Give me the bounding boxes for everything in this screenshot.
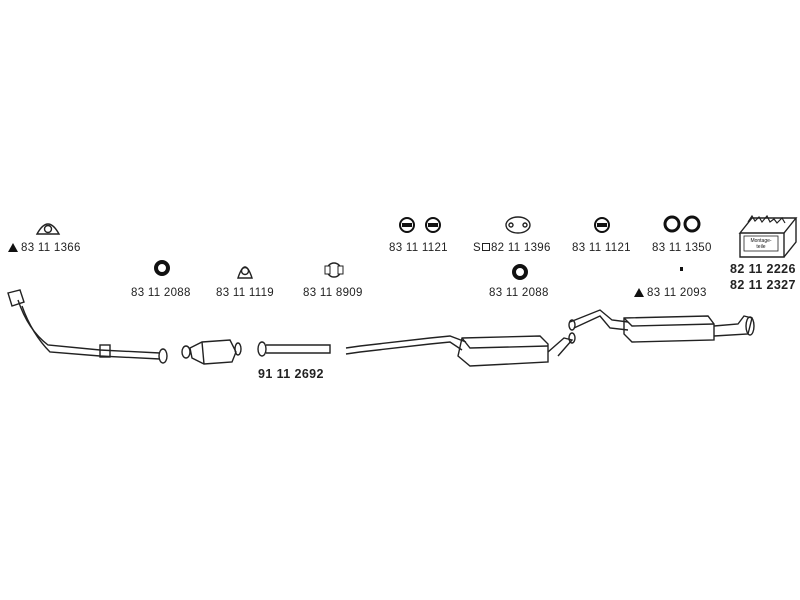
triangle-marker-icon (8, 243, 18, 252)
catalytic-converter (181, 339, 242, 365)
svg-text:teile: teile (756, 244, 765, 250)
rubber-mount-icon (594, 217, 610, 233)
flange-gasket-icon (35, 223, 61, 235)
part-number-ring-seal-1: 83 11 2088 (131, 287, 191, 299)
rear-muffler (623, 315, 755, 343)
mounting-kit-box-icon: Montage- teile (738, 214, 798, 258)
part-number-mounting-kit-2: 82 11 2327 (730, 278, 796, 292)
ring-icon (683, 215, 701, 233)
rear-pipe (568, 309, 629, 331)
rubber-mount-icon (399, 217, 441, 233)
front-pipe (7, 289, 168, 364)
ring-seal-icon (512, 264, 528, 280)
hanger-icon (237, 266, 253, 279)
svg-text:Montage-: Montage- (750, 238, 771, 244)
mid-pipe (257, 341, 331, 357)
front-muffler (345, 332, 576, 367)
square-marker-icon (481, 243, 490, 251)
part-number-rings-pair: 83 11 1350 (652, 242, 712, 254)
triangle-marker-icon (634, 288, 644, 297)
part-number-pipe-mid: 91 11 2692 (258, 367, 324, 381)
part-number-rubber-mount-2: 83 11 1121 (572, 242, 631, 254)
gasket-icon (505, 216, 531, 234)
clamp-icon (324, 262, 344, 278)
part-number-ring-seal-2: 83 11 2088 (489, 287, 549, 299)
part-number-tailpipe-bracket: 83 11 2093 (634, 287, 707, 299)
part-number-hanger-1: 83 11 1119 (216, 287, 274, 299)
part-number-clamp-1: 83 11 8909 (303, 287, 363, 299)
ring-seal-icon (154, 260, 170, 276)
ring-icon (663, 215, 681, 233)
part-number-flange-gasket: 83 11 1366 (8, 242, 81, 254)
part-number-mounting-kit-1: 82 11 2226 (730, 262, 796, 276)
part-number-rubber-mounts-1: 83 11 1121 (389, 242, 448, 254)
bracket-icon (680, 267, 683, 271)
